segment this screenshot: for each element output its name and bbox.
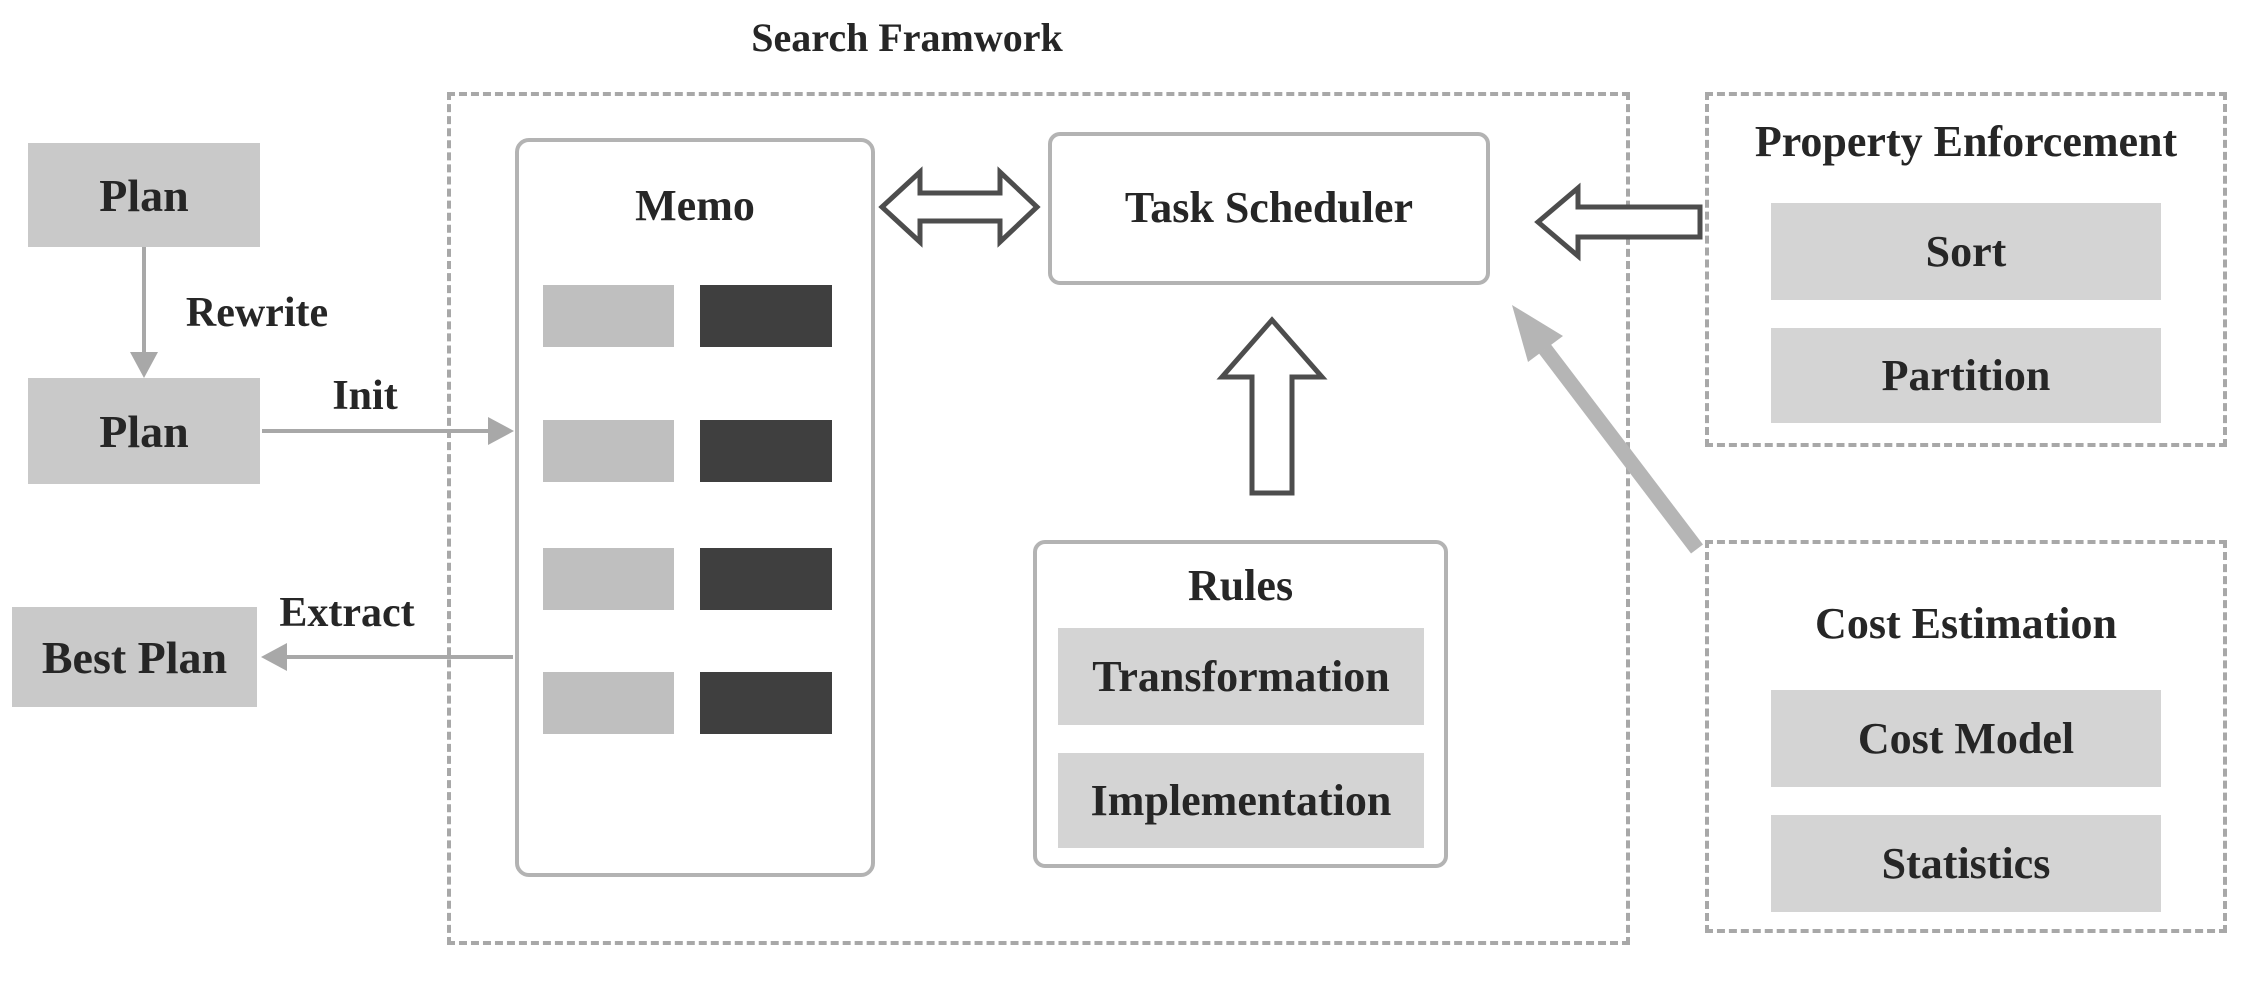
memo-cell-dark <box>700 548 832 610</box>
property-enforcement-title: Property Enforcement <box>1754 117 2178 166</box>
memo-cell-light <box>543 285 674 347</box>
memo-row <box>543 285 832 347</box>
rule-item-implementation: Implementation <box>1058 753 1424 848</box>
edge-label-init: Init <box>332 373 398 419</box>
memo-cell-light <box>543 548 674 610</box>
memo-cell-dark <box>700 285 832 347</box>
rule-item-transformation: Transformation <box>1058 628 1424 725</box>
memo-panel: Memo <box>515 138 875 877</box>
memo-cell-dark <box>700 672 832 734</box>
edge-label-extract: Extract <box>279 590 415 636</box>
memo-cell-light <box>543 420 674 482</box>
rules-title: Rules <box>1187 561 1294 610</box>
plan-top-node: Plan <box>28 143 260 247</box>
edge-label-rewrite: Rewrite <box>185 290 329 336</box>
property-enforcement-panel: Property Enforcement Sort Partition <box>1705 92 2227 447</box>
sort-item: Sort <box>1771 203 2161 300</box>
plan-bottom-label: Plan <box>99 405 189 457</box>
cost-estimation-title: Cost Estimation <box>1815 599 2117 648</box>
task-scheduler-label: Task Scheduler <box>1124 183 1414 233</box>
memo-cell-light <box>543 672 674 734</box>
rewrite-arrow <box>130 247 158 378</box>
diagram-title: Search Framwork <box>751 15 1063 60</box>
memo-row <box>543 548 832 610</box>
task-scheduler-box: Task Scheduler <box>1048 132 1490 285</box>
cost-estimation-panel: Cost Estimation Cost Model Statistics <box>1705 540 2227 933</box>
memo-row <box>543 672 832 734</box>
cost-model-item: Cost Model <box>1771 690 2161 787</box>
memo-cell-dark <box>700 420 832 482</box>
plan-top-label: Plan <box>99 169 189 221</box>
best-plan-node: Best Plan <box>12 607 257 707</box>
memo-row <box>543 420 832 482</box>
partition-item: Partition <box>1771 328 2161 423</box>
plan-bottom-node: Plan <box>28 378 260 484</box>
best-plan-label: Best Plan <box>41 631 228 683</box>
statistics-item: Statistics <box>1771 815 2161 912</box>
memo-title: Memo <box>635 181 755 230</box>
rules-panel: Rules Transformation Implementation <box>1033 540 1448 868</box>
